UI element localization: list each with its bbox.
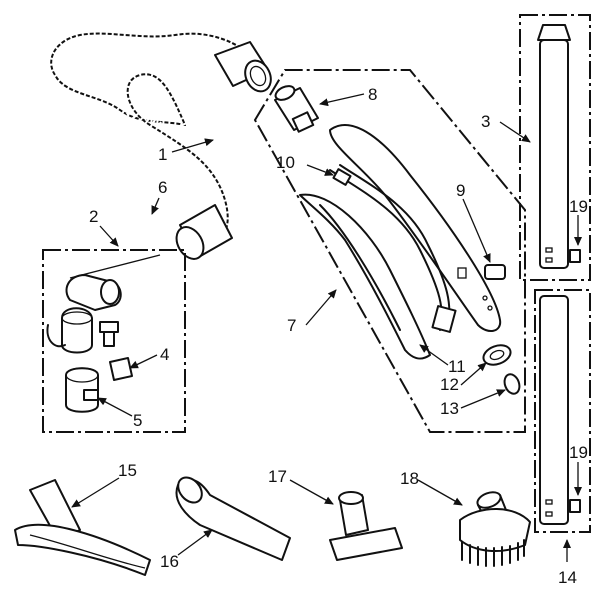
dusting-brush	[459, 491, 531, 567]
label-part-5: 5	[133, 411, 142, 430]
label-part-4: 4	[160, 345, 169, 364]
label-part-19-lower: 19	[569, 443, 588, 462]
label-part-1: 1	[158, 145, 167, 164]
label-part-13: 13	[440, 399, 459, 418]
label-part-12: 12	[440, 375, 459, 394]
leader-lines	[71, 93, 582, 562]
floor-tool	[14, 479, 151, 576]
part-labels: 1 2 3 4 5 6 7 8 9 10 11 12 13 14 15 16 1…	[89, 85, 588, 587]
label-part-10: 10	[276, 153, 295, 172]
label-part-8: 8	[368, 85, 377, 104]
label-part-9: 9	[456, 181, 465, 200]
handle-assembly-box	[253, 69, 526, 433]
label-part-15: 15	[118, 461, 137, 480]
label-part-14: 14	[558, 568, 577, 587]
label-part-17: 17	[268, 467, 287, 486]
label-part-2: 2	[89, 207, 98, 226]
label-part-11: 11	[448, 357, 466, 376]
label-part-6: 6	[158, 178, 167, 197]
crevice-tool	[175, 476, 291, 561]
wand-tubes	[519, 14, 591, 533]
label-part-7: 7	[287, 316, 296, 335]
upholstery-tool	[329, 491, 403, 561]
label-part-18: 18	[400, 469, 419, 488]
label-part-16: 16	[160, 552, 179, 571]
swivel-assembly-box	[42, 249, 186, 433]
label-part-3: 3	[481, 112, 490, 131]
label-part-19-upper: 19	[569, 197, 588, 216]
